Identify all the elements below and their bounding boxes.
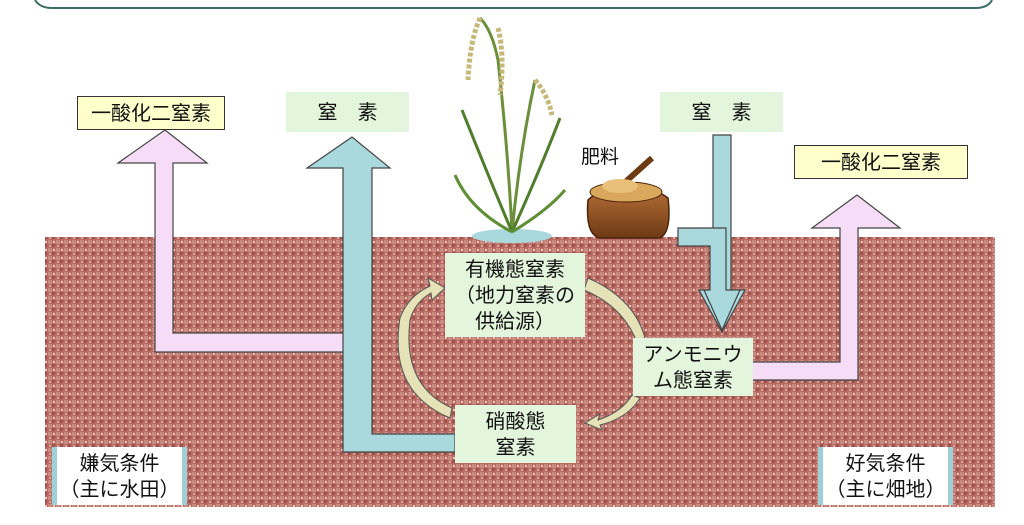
top-frame-border bbox=[34, 0, 993, 9]
arrow-n2o-right bbox=[751, 194, 902, 381]
label-n2-right: 窒 素 bbox=[660, 92, 783, 132]
label-ammonium-nitrogen: アンモニウ ム態窒素 bbox=[633, 338, 753, 396]
label-organic-nitrogen: 有機態窒素 （地力窒素の 供給源） bbox=[445, 253, 585, 337]
rice-plant-illustration bbox=[453, 16, 567, 243]
fertilizer-label: 肥料 bbox=[581, 146, 619, 168]
label-nitrate-nitrogen: 硝酸態 窒素 bbox=[455, 405, 576, 463]
cycle-arrow-ammonium-to-nitrate bbox=[583, 394, 641, 431]
label-anaerobic-condition: 嫌気条件 （主に水田） bbox=[52, 447, 187, 505]
label-n2o-right: 一酸化二窒素 bbox=[794, 145, 968, 179]
label-aerobic-condition: 好気条件 （主に畑地） bbox=[818, 447, 953, 505]
fertilizer-bag-icon bbox=[586, 155, 670, 239]
arrow-fertilizer bbox=[677, 227, 741, 332]
label-n2o-left: 一酸化二窒素 bbox=[77, 96, 225, 130]
arrow-n2-left bbox=[305, 136, 456, 453]
label-n2-left: 窒 素 bbox=[286, 92, 409, 132]
